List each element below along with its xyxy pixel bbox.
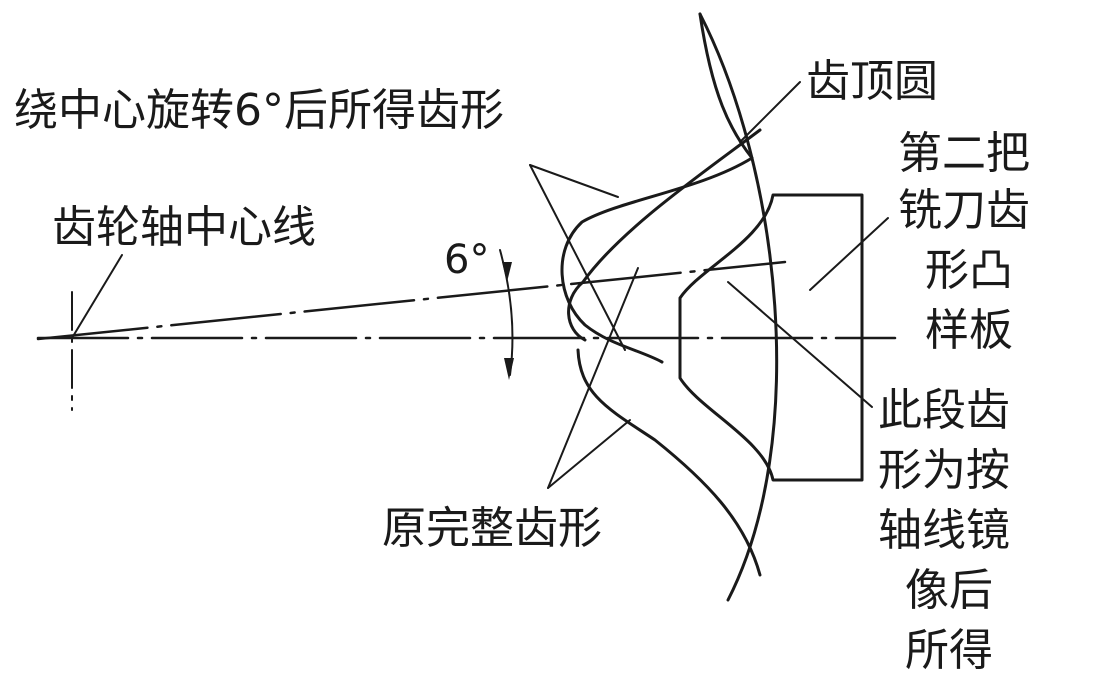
original-profile-leader-2	[547, 419, 631, 489]
rotated-tooth-profile	[560, 156, 754, 364]
addendum-circle-arc	[698, 12, 779, 602]
upper-flank	[698, 12, 754, 160]
mirrored-section-leader	[727, 281, 873, 408]
rotated-profile-label: 绕中心旋转6°后所得齿形	[14, 85, 504, 136]
template-label-line-2: 铣刀齿	[898, 185, 1030, 236]
template-label-line-4: 样板	[925, 305, 1013, 356]
original-tooth-profile	[567, 128, 762, 342]
template-outline	[678, 193, 864, 482]
rotated-profile-leader-2	[529, 164, 626, 351]
mirrored-label-line-3: 轴线镜	[878, 505, 1010, 556]
angle-arrow-top	[502, 262, 512, 282]
original-profile-leader-1	[547, 267, 639, 489]
addendum-circle-label: 齿顶圆	[806, 56, 938, 107]
gear-axis-leader	[71, 254, 123, 339]
template-label-line-1: 第二把	[898, 128, 1030, 179]
gear-axis-label: 齿轮轴中心线	[52, 202, 316, 253]
rotated-axis-line	[36, 260, 787, 341]
angle-label: 6°	[444, 237, 489, 283]
rotated-profile-leader-1	[529, 164, 619, 198]
template-leader	[809, 217, 889, 291]
original-profile-label: 原完整齿形	[382, 503, 602, 554]
mirrored-label-line-5: 所得	[905, 625, 993, 676]
addendum-leader	[739, 81, 801, 143]
angle-arrow-bottom	[504, 358, 514, 380]
template-label-line-3: 形凸	[925, 245, 1013, 296]
mirrored-label-line-2: 形为按	[878, 445, 1010, 496]
original-tooth-lower	[576, 348, 762, 577]
mirrored-label-line-1: 此段齿	[878, 385, 1010, 436]
mirrored-label-line-4: 像后	[905, 565, 993, 616]
